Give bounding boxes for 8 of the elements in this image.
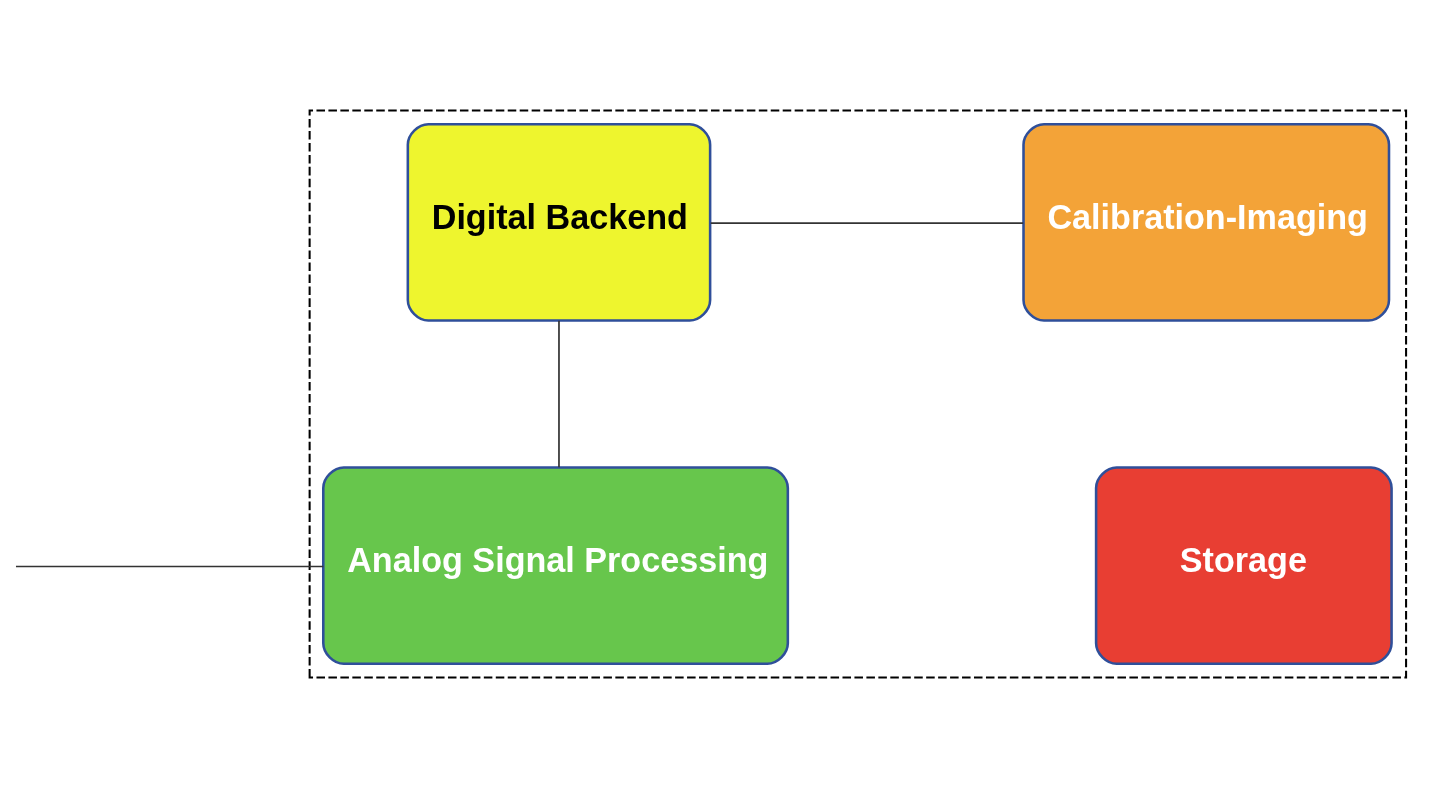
node-box: Analog Signal Processing [322,465,790,665]
connector [558,319,560,468]
cluster [308,108,1408,679]
node-box: Digital Backend [406,122,712,322]
connector [709,221,1025,224]
node-box: Storage [1094,465,1393,665]
node-box: Calibration-Imaging [1022,122,1391,322]
connector [15,565,325,567]
